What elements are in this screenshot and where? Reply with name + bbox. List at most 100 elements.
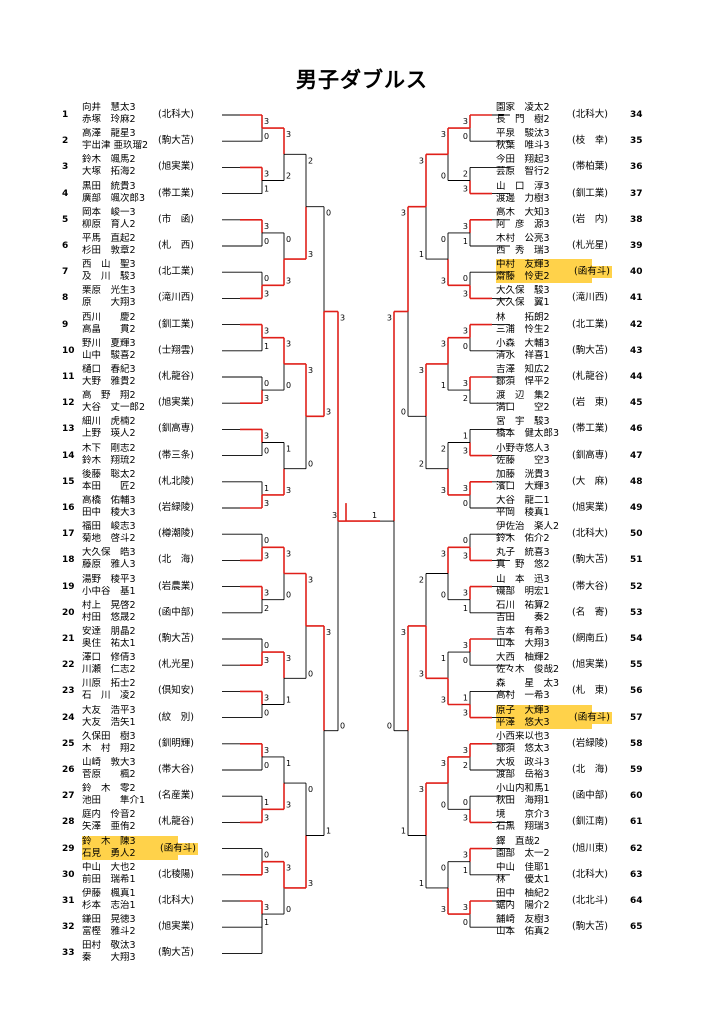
school-name: (駒大苫) <box>158 633 194 644</box>
player-name: 菅原 楓2 <box>82 769 136 780</box>
player-name: 大久保 駿3 <box>496 285 550 297</box>
seed-number: 43 <box>630 345 643 356</box>
school-name: (函有斗) <box>158 842 198 855</box>
left-score: 3 <box>264 656 269 665</box>
player-name: 廣部 颯次郎3 <box>82 192 146 204</box>
school-name: (網南丘) <box>572 633 608 644</box>
seed-number: 24 <box>62 712 75 723</box>
school-name: (札龍谷) <box>158 816 194 828</box>
right-score: 3 <box>441 549 446 558</box>
seed-number: 40 <box>630 267 643 278</box>
player-name: 鎌田 晃徳3 <box>82 914 136 926</box>
school-name: (北科大) <box>572 109 608 120</box>
player-name: 柳原 育人2 <box>82 218 136 230</box>
seed-number: 27 <box>62 791 75 802</box>
school-name: (帯三条) <box>158 449 194 461</box>
player-name: 西 山 聖3 <box>82 259 136 271</box>
player-name: 森 星 太3 <box>496 678 560 690</box>
seed-number: 35 <box>630 136 643 147</box>
player-name: 大友 浩平3 <box>82 704 136 716</box>
seed-number: 49 <box>630 503 643 513</box>
left-score: 0 <box>264 851 269 860</box>
player-name: 小西来以也3 <box>496 730 550 742</box>
school-name: (函中部) <box>572 790 608 802</box>
player-name: 庭内 伶音2 <box>82 809 136 821</box>
left-score: 0 <box>340 722 345 731</box>
seed-number: 60 <box>630 791 643 802</box>
seed-number: 50 <box>630 529 643 540</box>
school-name: (札光星) <box>572 240 608 251</box>
player-name: 齋藤 怜吏2 <box>496 271 592 284</box>
left-score: 3 <box>264 903 269 912</box>
school-name: (旭実業) <box>158 161 194 173</box>
player-name: 栗原 光生3 <box>82 285 136 297</box>
school-name: (北北斗) <box>572 895 608 906</box>
left-score: 0 <box>308 669 313 678</box>
right-score: 1 <box>463 866 468 875</box>
seed-number: 8 <box>62 293 69 304</box>
seed-number: 26 <box>62 765 75 775</box>
player-name: 原 大翔3 <box>82 297 136 309</box>
school-name: (帯大谷) <box>158 764 194 775</box>
school-name: (函中部) <box>158 606 194 618</box>
left-score: 2 <box>286 172 291 181</box>
right-score: 3 <box>463 289 468 298</box>
school-name: (函有斗) <box>572 266 612 279</box>
player-name: 林 優太1 <box>496 873 550 885</box>
player-name: 細川 虎楠2 <box>82 416 136 428</box>
right-score: 1 <box>441 381 446 390</box>
seed-number: 51 <box>630 555 643 566</box>
right-score: 0 <box>463 798 468 807</box>
right-score: 3 <box>463 222 468 231</box>
player-name: 今田 翔起3 <box>496 154 550 166</box>
right-score: 2 <box>463 169 468 178</box>
left-score: 0 <box>286 905 291 914</box>
left-score: 3 <box>264 813 269 822</box>
right-score: 0 <box>463 536 468 545</box>
right-score: 3 <box>441 276 446 285</box>
seed-number: 31 <box>62 896 75 906</box>
right-score: 0 <box>441 591 446 600</box>
player-name: 磯部 明宏1 <box>496 585 550 597</box>
left-score: 0 <box>326 209 331 218</box>
left-score: 0 <box>264 379 269 388</box>
right-score: 0 <box>387 722 392 731</box>
seed-number: 47 <box>630 450 643 461</box>
seed-number: 57 <box>630 712 643 723</box>
player-name: 鋸内 陽介2 <box>496 900 550 911</box>
player-name: 山 本 迅3 <box>496 573 550 585</box>
school-name: (岩農業) <box>158 580 194 592</box>
right-score: 1 <box>419 250 424 259</box>
left-score: 3 <box>286 276 291 285</box>
player-name: 佐々木 俊哉2 <box>496 664 560 676</box>
school-name: (釧高専) <box>572 449 608 461</box>
left-score: 3 <box>326 628 331 637</box>
